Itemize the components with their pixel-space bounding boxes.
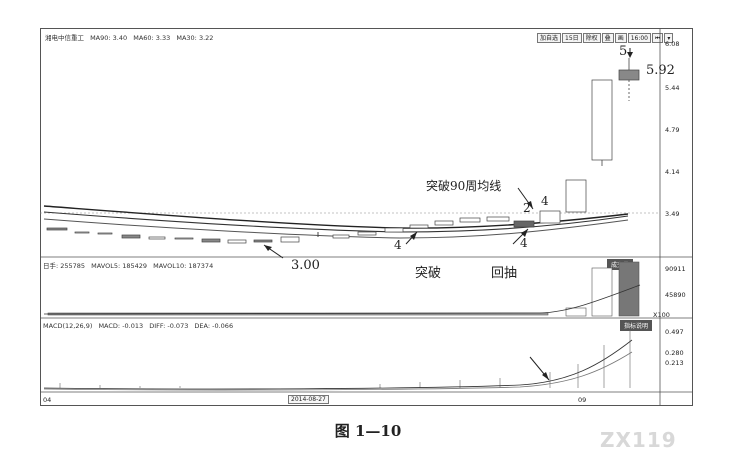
chart-toolbar: 加自选 15日 除权 叠 画 16:00 ⏮ ▾ — [537, 33, 674, 43]
adjust-button[interactable]: 除权 — [582, 33, 601, 43]
annotation-num-2: 2 — [523, 201, 531, 215]
volume-panel-header: 日手: 255785 MAVOL5: 185429 MAVOL10: 18737… — [43, 260, 217, 270]
annotation-num-4: 4 — [520, 236, 528, 250]
mavol5-value: MAVOL5: 185429 — [91, 262, 148, 270]
candle — [565, 179, 587, 213]
volume-label: 日手: 255785 — [43, 262, 86, 270]
candle — [227, 239, 247, 244]
draw-button[interactable]: 画 — [614, 33, 627, 43]
volume-tick: 90911 — [665, 265, 686, 273]
candle — [148, 236, 166, 240]
volume-tick: 45890 — [665, 291, 686, 299]
candle — [332, 234, 350, 239]
period-button[interactable]: 15日 — [562, 33, 582, 43]
annotation-3-00: 3.00 — [291, 258, 320, 273]
x-axis-date: 2014-08-27 — [288, 395, 329, 404]
volume-unit: X100 — [653, 311, 670, 319]
ma30-value: MA30: 3.22 — [176, 34, 214, 42]
volume-bar — [565, 307, 587, 317]
watermark-logo: ZX119 — [600, 428, 677, 452]
macd-panel-header: MACD(12,26,9) MACD: -0.013 DIFF: -0.073 … — [43, 322, 237, 330]
add-watchlist-button[interactable]: 加自选 — [537, 33, 562, 43]
ma90-value: MA90: 3.40 — [90, 34, 128, 42]
time-button[interactable]: 16:00 — [627, 33, 651, 43]
kline-chart[interactable]: 湘电中信重工 MA90: 3.40 MA60: 3.33 MA30: 3.22 … — [40, 28, 693, 406]
arrow-head — [542, 372, 549, 380]
candle — [121, 234, 141, 239]
candle — [74, 231, 90, 234]
macd-tick: 0.213 — [665, 359, 684, 367]
macd-tick: 0.280 — [665, 349, 684, 357]
x-axis-start: 04 — [43, 396, 52, 404]
candle — [618, 69, 640, 81]
annotation-num-4: 4 — [541, 194, 549, 208]
arrow-head — [627, 52, 633, 58]
candle — [434, 220, 454, 226]
price-tick: 4.14 — [665, 168, 680, 176]
x-axis-end: 09 — [578, 396, 587, 404]
candle — [97, 232, 113, 235]
annotation-pullback: 回抽 — [491, 266, 518, 281]
candle — [46, 227, 68, 231]
annotation-breakout: 突破 — [415, 266, 442, 281]
dea-value: DEA: -0.066 — [194, 322, 234, 330]
price-tick: 4.79 — [665, 126, 680, 134]
candle — [591, 79, 613, 161]
price-tick: 3.49 — [665, 210, 680, 218]
macd-label: MACD(12,26,9) — [43, 322, 93, 330]
arrow-head — [264, 245, 272, 251]
price-tick: 6.08 — [665, 40, 680, 48]
macd-tick: 0.497 — [665, 328, 684, 336]
mavol10-value: MAVOL10: 187374 — [153, 262, 214, 270]
volume-ma-line — [43, 284, 641, 315]
ma30-line — [43, 218, 629, 239]
annotation-num-5: 5 — [619, 44, 628, 59]
annotation-num-4: 4 — [394, 238, 402, 252]
candle — [486, 216, 510, 222]
candle — [174, 237, 194, 240]
candle — [253, 239, 273, 243]
price-tick: 5.44 — [665, 84, 680, 92]
annotation-price-5-92: 5.92 — [646, 63, 675, 78]
dropdown-icon[interactable]: ▾ — [664, 33, 674, 43]
candle — [539, 210, 561, 224]
ma60-value: MA60: 3.33 — [133, 34, 171, 42]
arrow-head — [410, 232, 417, 240]
volume-bar — [591, 267, 613, 317]
arrow-head — [527, 201, 533, 209]
price-panel-header: 湘电中信重工 MA90: 3.40 MA60: 3.33 MA30: 3.22 — [45, 32, 217, 42]
macd-badge[interactable]: 指标说明 — [620, 320, 653, 331]
candle — [357, 231, 377, 236]
macd-value: MACD: -0.013 — [98, 322, 144, 330]
candle — [513, 220, 535, 228]
stock-name: 湘电中信重工 — [45, 34, 84, 42]
candle — [384, 227, 404, 233]
diff-value: DIFF: -0.073 — [149, 322, 189, 330]
macd-dea-line — [43, 351, 633, 391]
overlay-button[interactable]: 叠 — [601, 33, 614, 43]
candle — [459, 217, 481, 223]
macd-diff-line — [43, 339, 633, 390]
annotation-ma90-breakout: 突破90周均线 — [426, 179, 502, 193]
rewind-icon[interactable]: ⏮ — [652, 33, 664, 43]
candle — [201, 238, 221, 243]
arrow-head — [521, 229, 528, 237]
candle — [409, 224, 429, 229]
figure-caption: 图 1—10 — [334, 422, 402, 440]
candle — [280, 236, 300, 243]
